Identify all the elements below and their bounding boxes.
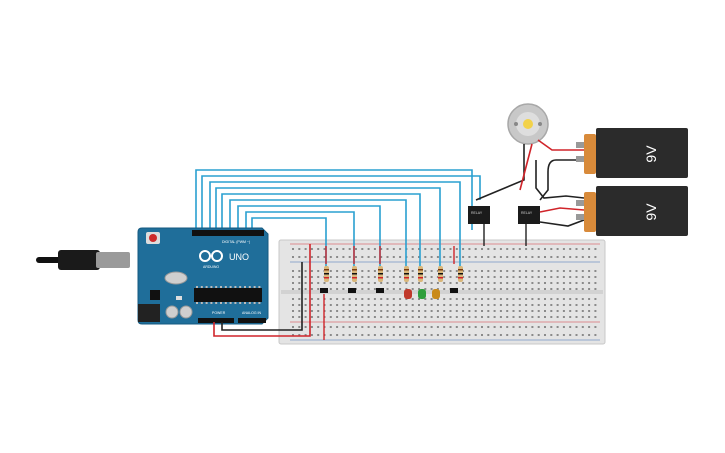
transistors[interactable] (320, 288, 458, 293)
transistor-4 (450, 288, 458, 293)
wire-signal-9 (251, 217, 327, 268)
led-1[interactable] (404, 289, 412, 299)
breadboard-jumpers (323, 246, 455, 340)
wire-bat2-rail (539, 219, 585, 227)
digital-pins-label: DIGITAL (PWM ~) (222, 240, 250, 244)
breadboard-holes (292, 248, 597, 336)
led-3[interactable] (432, 289, 440, 299)
relay-2[interactable]: RELAY (518, 206, 540, 224)
analog-pins-label: ANALOG IN (242, 311, 262, 315)
wire-bat1-black (539, 159, 584, 201)
battery-2[interactable]: 9V (576, 186, 688, 236)
transistor-1 (320, 288, 328, 293)
resistor-7[interactable] (458, 266, 463, 282)
dc-motor-icon[interactable] (507, 103, 549, 145)
wire-bat2-red (539, 207, 585, 213)
resistor-3[interactable] (378, 266, 383, 282)
wire-bat1-red (537, 139, 584, 151)
wire-signal-2 (201, 175, 481, 236)
arduino-power-wires (213, 244, 311, 337)
resistor-4[interactable] (404, 266, 409, 282)
signal-wires (195, 169, 481, 268)
uno-logo-text: UNO (229, 252, 249, 262)
resistor-2[interactable] (352, 266, 357, 282)
wire-signal-1 (195, 169, 473, 236)
power-pins-label: POWER (212, 311, 226, 315)
wire-bat2-black (535, 160, 585, 199)
transistor-3 (376, 288, 384, 293)
wire-signal-7 (237, 205, 381, 268)
wire-signal-8 (245, 211, 355, 268)
relay-2-label: RELAY (521, 211, 533, 215)
usb-cable-icon (36, 250, 130, 270)
battery-1-label: 9V (643, 145, 659, 163)
battery-1[interactable]: 9V (576, 128, 688, 178)
wire-signal-5 (221, 193, 421, 268)
arduino-uno-board[interactable]: UNO ARDUINO DIGITAL (PWM ~) POWER ANALOG… (36, 227, 269, 325)
breadboard[interactable] (278, 239, 606, 345)
relay-1-label: RELAY (471, 211, 483, 215)
leds[interactable] (404, 289, 440, 299)
relay-1[interactable]: RELAY (468, 206, 490, 224)
atmega-chip-pins (196, 286, 261, 304)
battery-2-label: 9V (643, 203, 659, 221)
infinity-logo-icon (199, 250, 223, 262)
motor-battery-wires (475, 139, 585, 227)
wire-gnd (221, 262, 303, 331)
arduino-brand-text: ARDUINO (203, 265, 219, 269)
wire-signal-6 (229, 199, 407, 268)
wire-signal-4 (215, 187, 441, 268)
wire-motor-red (519, 143, 533, 191)
resistors[interactable] (324, 266, 463, 282)
resistor-6[interactable] (438, 266, 443, 282)
wire-signal-3 (209, 181, 461, 268)
wire-5v (213, 244, 311, 337)
resistor-1[interactable] (324, 266, 329, 282)
resistor-5[interactable] (418, 266, 423, 282)
relay-wires (483, 224, 527, 246)
wire-motor-black (475, 144, 525, 201)
transistor-2 (348, 288, 356, 293)
led-2[interactable] (418, 289, 426, 299)
